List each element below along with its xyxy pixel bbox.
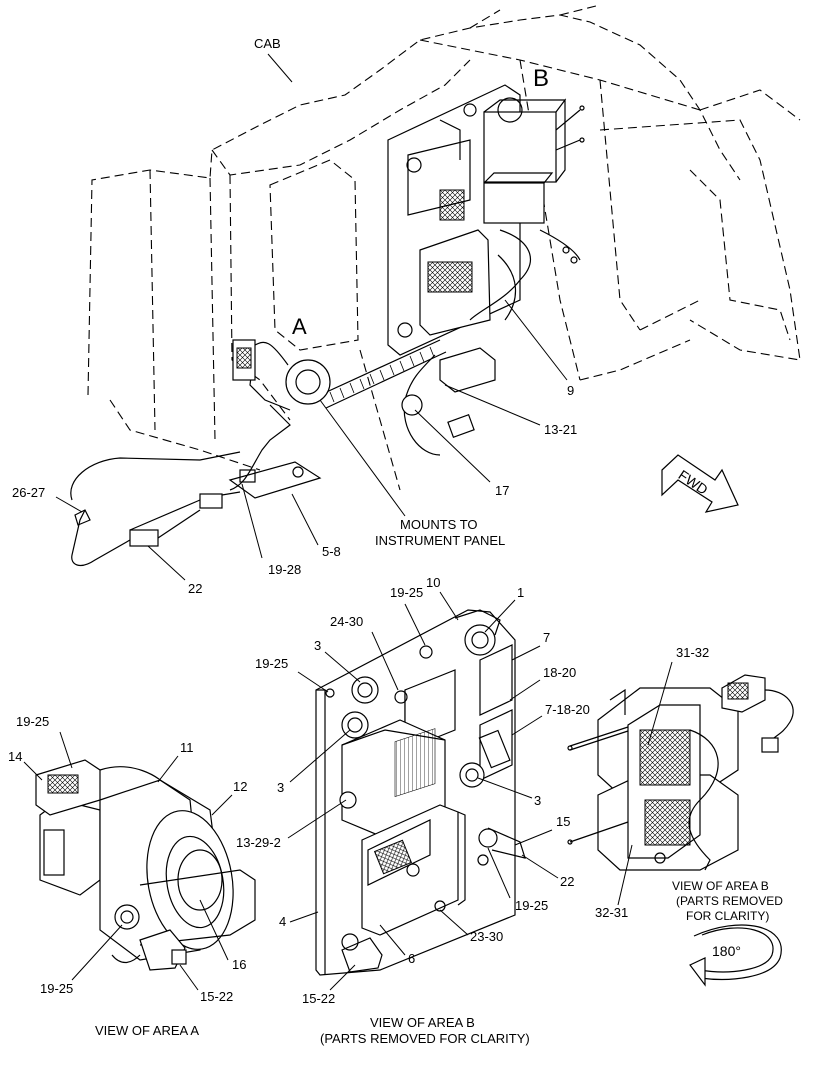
leader-7 xyxy=(511,645,541,661)
leader-3-a xyxy=(324,651,361,683)
leader-15-22-a xyxy=(179,964,199,991)
mounts-to-line1: MOUNTS TO xyxy=(400,517,478,532)
area-b-marker: B xyxy=(533,65,549,92)
rotation-label: 180° xyxy=(712,943,741,959)
callout-3-a: 3 xyxy=(314,638,321,653)
leader-31-32 xyxy=(647,661,673,746)
leader-22-top xyxy=(147,545,186,581)
leader-5-8 xyxy=(291,493,319,546)
leader-13-21 xyxy=(444,384,541,426)
leader-19-25-a-low xyxy=(71,924,123,981)
leader-19-28 xyxy=(241,483,263,559)
callout-9: 9 xyxy=(567,383,574,398)
callout-3-c: 3 xyxy=(534,793,541,808)
view-area-b-line2: (PARTS REMOVED FOR CLARITY) xyxy=(320,1031,530,1046)
callout-12: 12 xyxy=(233,779,247,794)
leader-9 xyxy=(504,299,568,381)
callout-11: 11 xyxy=(180,740,194,755)
harness-top xyxy=(70,339,496,567)
leader-15-22-mid xyxy=(329,964,356,991)
callout-7: 7 xyxy=(543,630,550,645)
leader-6 xyxy=(379,924,406,956)
leader-12 xyxy=(211,794,233,816)
cab-leader xyxy=(267,53,293,83)
callout-22-top: 22 xyxy=(188,581,202,596)
callout-19-25-left: 19-25 xyxy=(255,656,288,671)
leader-16 xyxy=(199,899,229,961)
leader-19-25-a xyxy=(59,731,73,769)
callout-16: 16 xyxy=(232,957,246,972)
callout-19-25-a: 19-25 xyxy=(16,714,49,729)
leader-19-25-low xyxy=(487,847,511,899)
callout-17: 17 xyxy=(495,483,509,498)
area-a-marker: A xyxy=(292,314,307,339)
callout-31-32: 31-32 xyxy=(676,645,709,660)
leader-10 xyxy=(439,591,459,621)
leader-24-30 xyxy=(371,631,399,691)
view-area-a-caption: VIEW OF AREA A xyxy=(95,1023,199,1038)
callout-3-b: 3 xyxy=(277,780,284,795)
leader-13-29-2 xyxy=(287,799,347,839)
callout-24-30: 24-30 xyxy=(330,614,363,629)
callout-14: 14 xyxy=(8,749,22,764)
view-area-b-line1: VIEW OF AREA B xyxy=(370,1015,475,1030)
callout-15-22-a: 15-22 xyxy=(200,989,233,1004)
area-a-view xyxy=(35,759,256,971)
callout-19-25-low: 19-25 xyxy=(515,898,548,913)
callout-18-20: 18-20 xyxy=(543,665,576,680)
leader-22-mid xyxy=(521,854,559,879)
leader-11 xyxy=(157,755,179,783)
panel-b-top xyxy=(387,84,585,356)
callout-15-22-mid: 15-22 xyxy=(302,991,335,1006)
leader-3-c xyxy=(477,777,533,799)
mounts-to-line2: INSTRUMENT PANEL xyxy=(375,533,505,548)
leader-26-27 xyxy=(55,496,83,513)
callout-10: 10 xyxy=(426,575,440,590)
leader-17 xyxy=(414,409,491,483)
view-area-b-right-line1: VIEW OF AREA B xyxy=(672,879,769,893)
leader-15-mid xyxy=(514,829,553,846)
view-area-b-right-line3: FOR CLARITY) xyxy=(686,909,769,923)
callout-1: 1 xyxy=(517,585,524,600)
leader-14 xyxy=(23,761,43,781)
callout-13-21: 13-21 xyxy=(544,422,577,437)
callout-22-mid: 22 xyxy=(560,874,574,889)
rotation-arrow-icon xyxy=(689,924,782,987)
leader-7-18-20 xyxy=(511,715,543,736)
leader-3-b xyxy=(289,729,351,783)
leader-mounts-to xyxy=(319,399,406,517)
callout-19-25-a-low: 19-25 xyxy=(40,981,73,996)
callout-4: 4 xyxy=(279,914,286,929)
callout-15-mid: 15 xyxy=(556,814,570,829)
area-b-rotated-view xyxy=(567,674,794,871)
leader-1 xyxy=(484,599,516,633)
leader-18-20 xyxy=(509,679,541,701)
callout-7-18-20: 7-18-20 xyxy=(545,702,590,717)
panel-b-view xyxy=(315,609,526,976)
leader-4 xyxy=(289,911,319,923)
cab-label: CAB xyxy=(254,36,281,51)
leader-19-25-mid xyxy=(404,603,426,646)
callout-19-28: 19-28 xyxy=(268,562,301,577)
callout-13-29-2: 13-29-2 xyxy=(236,835,281,850)
callout-32-31: 32-31 xyxy=(595,905,628,920)
callout-19-25-mid: 19-25 xyxy=(390,585,423,600)
view-area-b-right-line2: (PARTS REMOVED xyxy=(676,894,783,908)
leader-19-25-left xyxy=(297,671,329,693)
callout-23-30: 23-30 xyxy=(470,929,503,944)
leader-32-31 xyxy=(617,844,633,906)
callout-26-27: 26-27 xyxy=(12,485,45,500)
leader-23-30 xyxy=(439,909,469,936)
callout-6: 6 xyxy=(408,951,415,966)
fwd-arrow: FWD xyxy=(661,454,739,513)
callout-5-8: 5-8 xyxy=(322,544,341,559)
